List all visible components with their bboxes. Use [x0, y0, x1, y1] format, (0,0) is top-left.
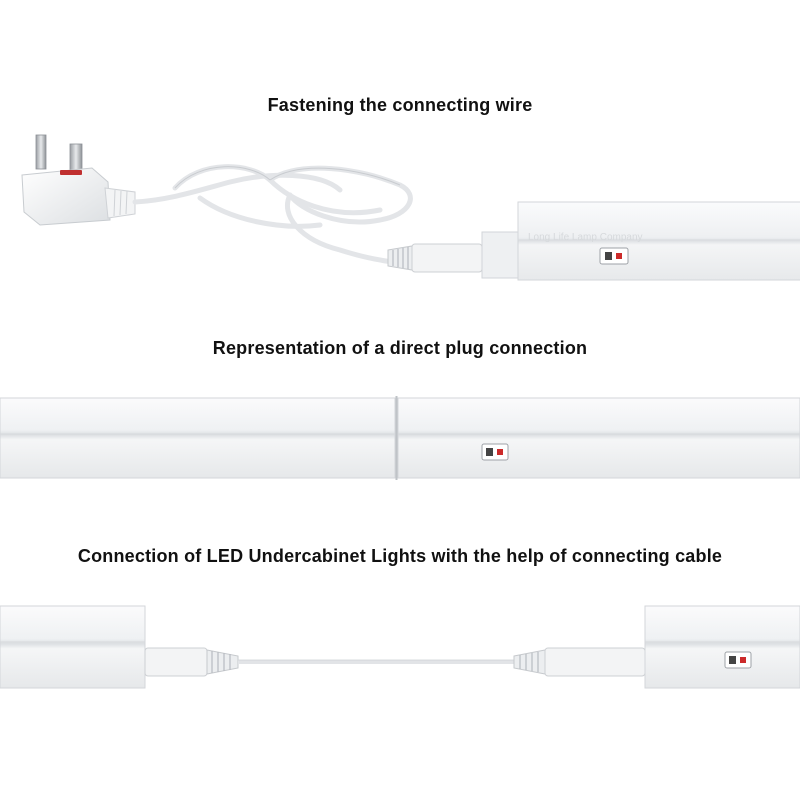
- led-fixture-1: Long Life Lamp Company: [481, 201, 800, 281]
- cable-connector: [387, 243, 483, 273]
- caption-fastening: Fastening the connecting wire: [267, 95, 533, 115]
- rocker-switch-3[interactable]: [724, 651, 752, 669]
- led-fixture-2b: [397, 397, 800, 479]
- coiled-cable: [132, 164, 413, 265]
- scene-fastening-wire: Long Life Lamp Company: [21, 134, 800, 281]
- uk-plug: [21, 134, 136, 226]
- scene-direct-plug: [0, 396, 800, 480]
- caption-direct-plug: Representation of a direct plug connecti…: [212, 338, 588, 358]
- caption-cable-connection: Connection of LED Undercabinet Lights wi…: [77, 546, 723, 566]
- led-fixture-2a: [0, 397, 396, 479]
- rocker-switch-2[interactable]: [481, 443, 509, 461]
- rocker-switch[interactable]: [599, 247, 629, 265]
- watermark: Long Life Lamp Company: [528, 232, 643, 243]
- led-fixture-3b: [644, 605, 800, 689]
- cable-connector-right: [513, 647, 646, 677]
- cable-connector-left: [144, 647, 239, 677]
- scene-cable-connection: [0, 605, 800, 689]
- led-fixture-3a: [0, 605, 146, 689]
